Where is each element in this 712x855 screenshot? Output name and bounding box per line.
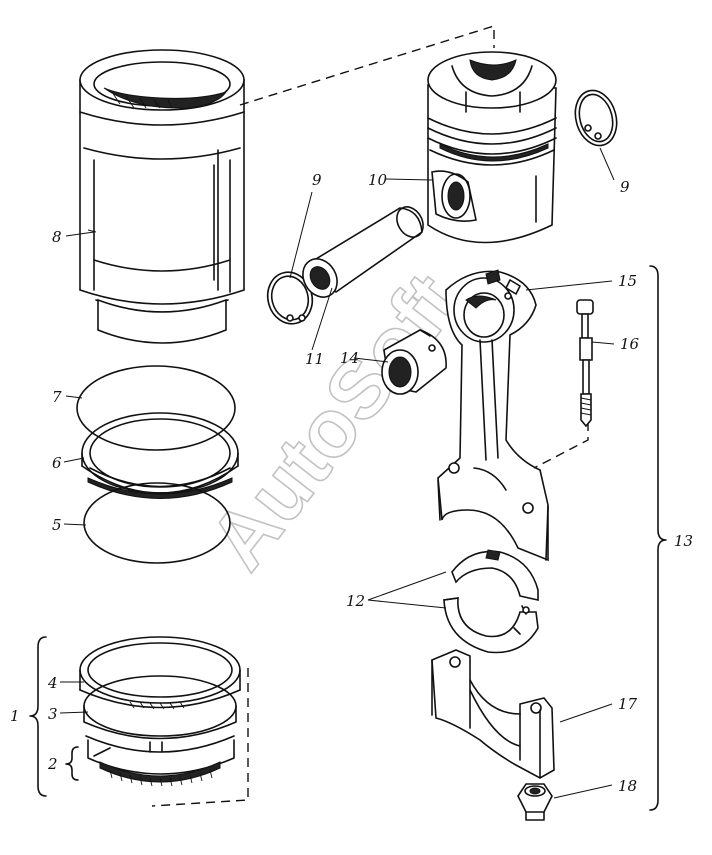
bearing-shells: [443, 549, 539, 654]
piston-ring-set: [79, 636, 241, 787]
callout-13: 13: [674, 532, 693, 550]
connecting-rod: [437, 269, 549, 562]
bolt-dashed-guide: [533, 422, 589, 469]
callout-1: 1: [10, 707, 20, 725]
callout-7: 7: [52, 388, 62, 406]
callout-9-left: 9: [312, 171, 322, 189]
callout-9-right: 9: [620, 178, 630, 196]
callout-17: 17: [618, 695, 638, 713]
callout-11: 11: [305, 350, 324, 368]
hex-nut: [517, 783, 553, 821]
callout-6: 6: [52, 454, 62, 472]
brace-1: [29, 636, 47, 797]
callout-16: 16: [620, 335, 640, 353]
circlip-right: [574, 89, 618, 147]
ring-dashed-guide: [151, 668, 249, 807]
callout-3: 3: [48, 705, 58, 723]
leader-lines: [59, 147, 615, 799]
piston: [239, 25, 557, 244]
brace-2: [65, 746, 79, 781]
callout-15: 15: [618, 272, 637, 290]
callout-18: 18: [618, 777, 637, 795]
rod-cap: [431, 649, 555, 779]
cylinder-liner: [79, 49, 245, 344]
watermark: AutoSoft: [192, 257, 477, 586]
callout-10: 10: [368, 171, 388, 189]
brace-13: [649, 265, 667, 811]
seal-ring: [81, 412, 239, 499]
callout-14: 14: [340, 349, 359, 367]
o-ring-upper: [76, 365, 236, 451]
callout-12: 12: [346, 592, 365, 610]
callout-2: 2: [47, 755, 58, 773]
callout-4: 4: [47, 674, 58, 692]
callout-8: 8: [52, 228, 62, 246]
o-ring-lower: [83, 482, 231, 564]
callout-5: 5: [52, 516, 62, 534]
small-end-bushing: [381, 329, 447, 395]
piston-pin: [302, 206, 424, 298]
rod-bolt: [576, 299, 594, 428]
